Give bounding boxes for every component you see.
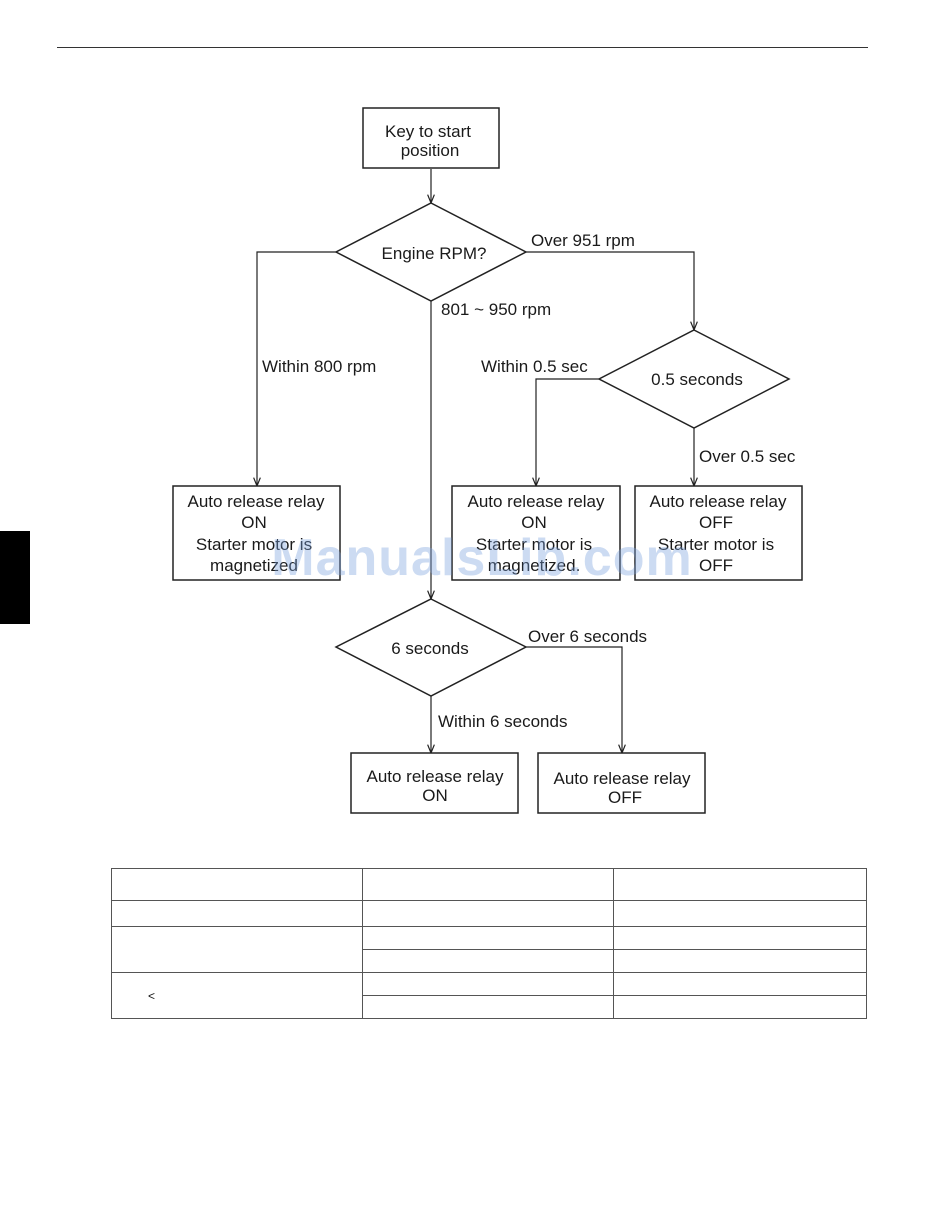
- decision-engine-rpm-label: Engine RPM?: [382, 244, 487, 263]
- table-cell: [362, 972, 614, 996]
- table-header-row: [111, 868, 867, 901]
- decision-half-second-label: 0.5 seconds: [651, 370, 743, 389]
- edge-label-801-950: 801 ~ 950 rpm: [441, 300, 551, 319]
- table-cell: [111, 868, 363, 901]
- result-within-half-line-1: Auto release relay: [467, 492, 605, 511]
- result-box-within-half: Auto release relay ON Starter motor is m…: [451, 485, 621, 581]
- start-box: Key to start position: [362, 107, 500, 169]
- result-over-half-line-2: OFF: [699, 513, 733, 532]
- table-cell: [362, 995, 614, 1019]
- spec-table: <: [111, 868, 867, 1019]
- table-cell: <: [111, 972, 363, 1019]
- decision-six-second: 6 seconds: [334, 598, 528, 697]
- table-cell: [111, 900, 363, 927]
- result-over-half-line-1: Auto release relay: [649, 492, 787, 511]
- table-cell: [111, 926, 363, 973]
- edge-label-within-half: Within 0.5 sec: [481, 357, 588, 376]
- edge-label-within-800: Within 800 rpm: [262, 357, 376, 376]
- top-rule: [57, 47, 868, 48]
- result-within-half-line-3: Starter motor is: [476, 535, 592, 554]
- engine-start-flowchart: Key to start position Engine RPM? 0.5 se…: [172, 107, 803, 814]
- edge-label-over-six: Over 6 seconds: [528, 627, 647, 646]
- table-cell: [613, 868, 867, 901]
- table-cell: [613, 995, 867, 1019]
- result-box-over-half: Auto release relay OFF Starter motor is …: [634, 485, 803, 581]
- result-within-six-line-1: Auto release relay: [366, 767, 504, 786]
- table-row: [111, 926, 867, 973]
- table-cell: [362, 900, 614, 927]
- table-cell: [362, 926, 614, 950]
- result-box-over-six: Auto release relay OFF: [537, 752, 706, 814]
- edge-six-over: [526, 646, 622, 753]
- decision-engine-rpm: Engine RPM?: [334, 202, 528, 302]
- edge-half-within: [536, 378, 599, 486]
- edge-label-within-six: Within 6 seconds: [438, 712, 567, 731]
- start-line-2: position: [401, 141, 460, 160]
- decision-half-second: 0.5 seconds: [597, 329, 791, 429]
- table-row: [111, 900, 867, 927]
- result-within-six-line-2: ON: [422, 786, 448, 805]
- result-low-line-4: magnetized: [210, 556, 298, 575]
- edge-rpm-low: [257, 251, 336, 486]
- table-row: <: [111, 972, 867, 1019]
- result-within-half-line-4: magnetized.: [488, 556, 581, 575]
- table-cell: [362, 949, 614, 973]
- table-row: [112, 995, 867, 1019]
- result-low-line-2: ON: [241, 513, 267, 532]
- table-cell: [362, 868, 614, 901]
- table-cell: [613, 949, 867, 973]
- result-over-six-line-1: Auto release relay: [553, 769, 691, 788]
- decision-six-second-label: 6 seconds: [391, 639, 469, 658]
- result-box-low-rpm: Auto release relay ON Starter motor is m…: [172, 485, 341, 581]
- result-over-half-line-4: OFF: [699, 556, 733, 575]
- result-low-line-1: Auto release relay: [187, 492, 325, 511]
- table-row: [112, 949, 867, 973]
- result-box-within-six: Auto release relay ON: [350, 752, 519, 814]
- table-cell: [613, 900, 867, 927]
- table-cell: [613, 972, 867, 996]
- edge-rpm-high: [526, 251, 694, 330]
- start-line-1: Key to start: [385, 122, 471, 141]
- section-tab: [0, 531, 30, 624]
- edge-label-over-half: Over 0.5 sec: [699, 447, 796, 466]
- edge-label-over-951: Over 951 rpm: [531, 231, 635, 250]
- result-low-line-3: Starter motor is: [196, 535, 312, 554]
- result-over-half-line-3: Starter motor is: [658, 535, 774, 554]
- result-over-six-line-2: OFF: [608, 788, 642, 807]
- table-cell: [613, 926, 867, 950]
- result-within-half-line-2: ON: [521, 513, 547, 532]
